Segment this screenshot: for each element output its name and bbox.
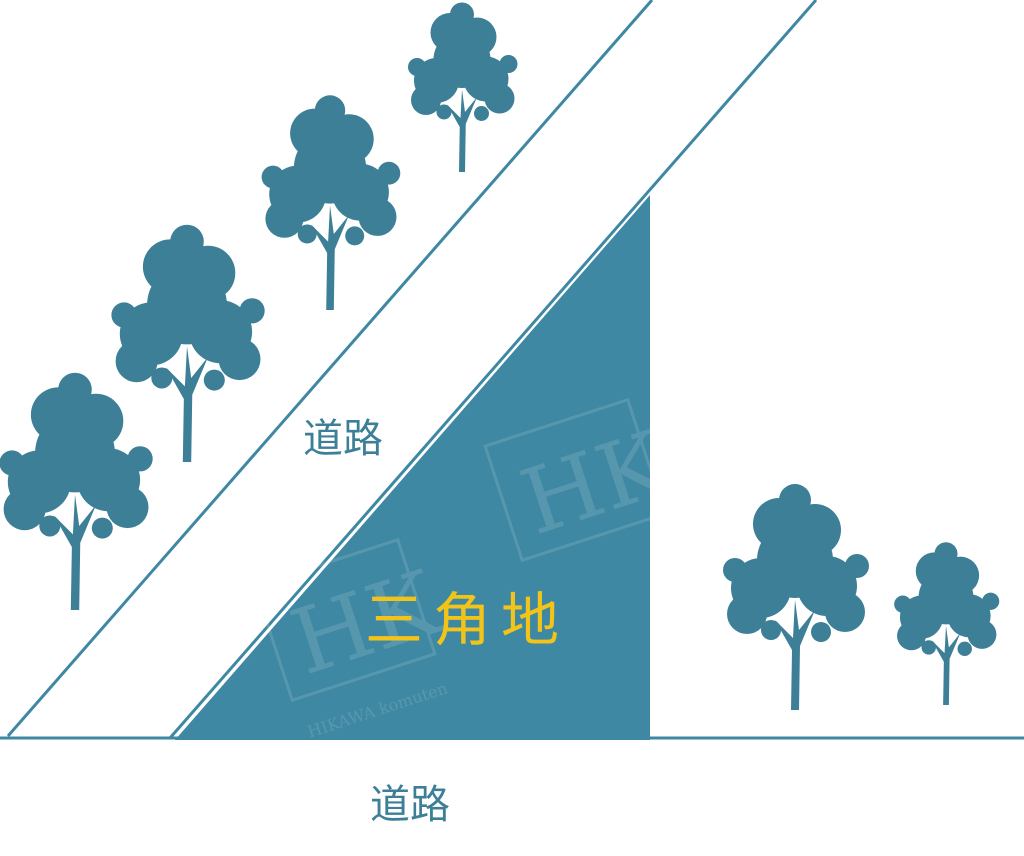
diagonal-road-label: 道路 xyxy=(303,416,383,462)
tree-icon xyxy=(408,2,518,172)
tree-icon xyxy=(0,372,153,610)
tree-icon xyxy=(261,95,401,310)
bottom-road-label: 道路 xyxy=(370,782,450,828)
tree-icon xyxy=(111,224,265,462)
triangular-lot xyxy=(175,195,650,740)
diagonal-road-edge-right xyxy=(168,0,818,739)
tree-icon xyxy=(894,542,1000,705)
tree-icon xyxy=(723,484,869,710)
lot-label: 三角地 xyxy=(365,586,569,654)
diagonal-road-edge-left xyxy=(6,0,654,737)
